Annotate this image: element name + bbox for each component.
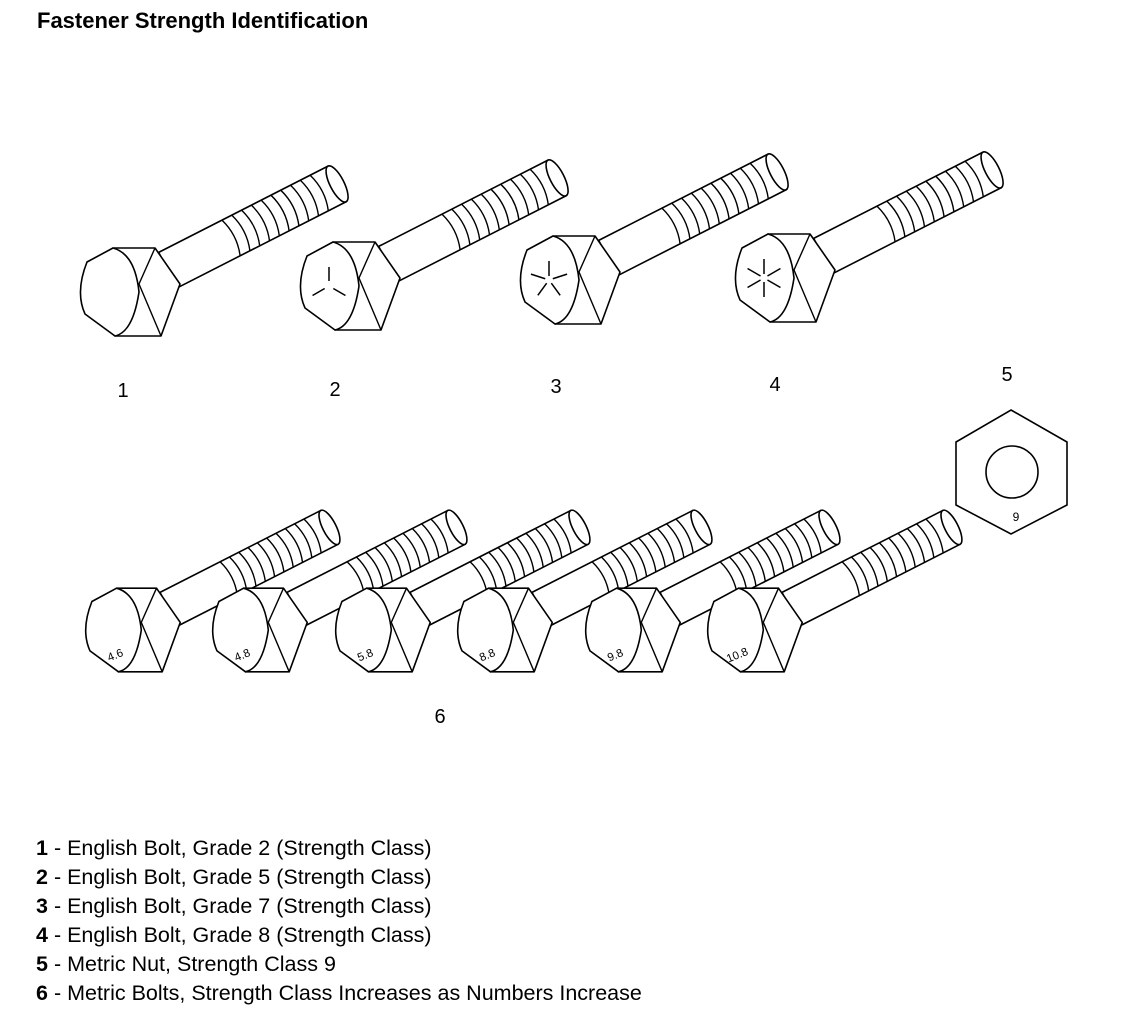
english-bolts-group [79,151,1004,337]
metric-bolts-group: 4.6 4.8 5.8 8.8 9.8 10.8 [84,509,963,673]
callout-2: 2 [329,379,340,401]
english-bolt-4 [734,151,1004,323]
callout-6: 6 [434,706,445,728]
callout-5: 5 [1001,364,1012,386]
metric-bolt: 10.8 [706,509,963,673]
legend-item: 6 - Metric Bolts, Strength Class Increas… [36,981,642,1005]
english-bolt-3 [519,153,789,325]
bolt-strength-mark: 8.8 [478,647,497,664]
metric-bolt: 5.8 [334,509,591,673]
callout-1: 1 [117,380,128,402]
metric-bolt: 9.8 [584,509,841,673]
metric-nut: 9 [955,409,1068,535]
bolt-strength-mark: 4.6 [106,647,125,664]
metric-bolt: 4.8 [211,509,468,673]
legend-item: 2 - English Bolt, Grade 5 (Strength Clas… [36,865,432,889]
bolt-strength-mark: 9.8 [606,647,625,664]
bolt-strength-mark: 5.8 [356,647,375,664]
legend-item: 4 - English Bolt, Grade 8 (Strength Clas… [36,923,432,947]
legend-item: 1 - English Bolt, Grade 2 (Strength Clas… [36,836,432,860]
legend-item: 5 - Metric Nut, Strength Class 9 [36,952,336,976]
legend: 1 - English Bolt, Grade 2 (Strength Clas… [36,834,642,1008]
english-bolt-1 [79,165,349,337]
page-title: Fastener Strength Identification [37,8,369,33]
metric-bolt: 8.8 [456,509,713,673]
legend-item: 3 - English Bolt, Grade 7 (Strength Clas… [36,894,432,918]
callout-3: 3 [550,376,561,398]
callout-4: 4 [769,374,780,396]
bolt-strength-mark: 4.8 [233,647,252,664]
metric-bolt: 4.6 [84,509,341,673]
english-bolt-2 [299,159,569,331]
nut-strength-mark: 9 [1013,510,1020,524]
